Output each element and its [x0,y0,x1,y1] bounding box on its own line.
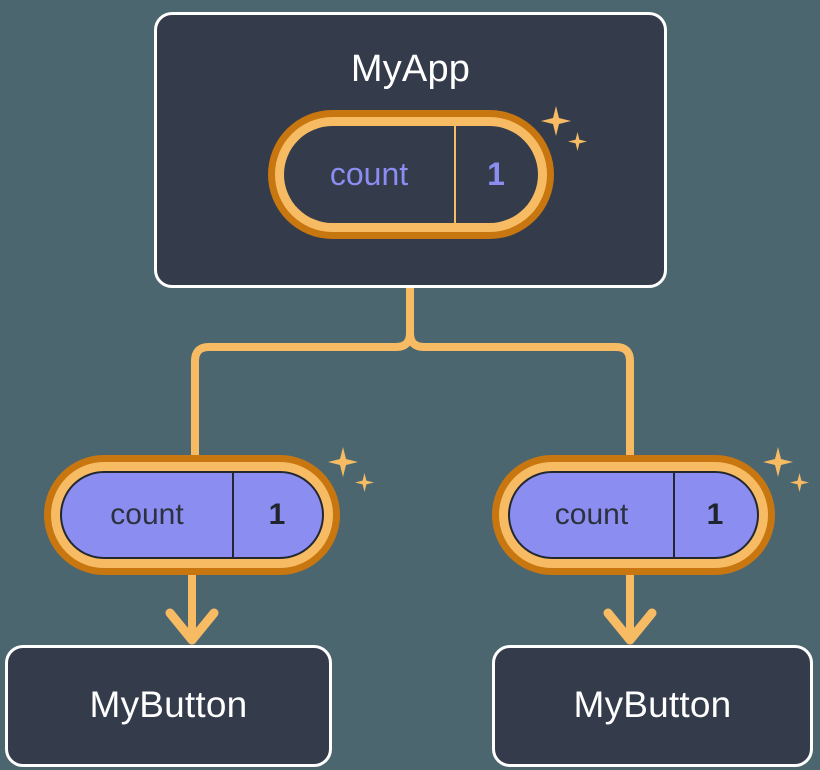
state-pill-body: count 1 [284,126,538,223]
state-pill-ring: count 1 [51,462,333,568]
state-pill-child-right[interactable]: count 1 [492,455,775,575]
state-key-label: count [329,156,409,192]
state-pill-divider [673,473,675,557]
state-pill-body: count 1 [60,471,324,559]
state-value-label: 1 [487,156,505,192]
state-value-label: 1 [706,498,724,531]
arrow-down-icon-left [165,608,219,645]
component-label: MyButton [89,684,248,725]
state-pill-divider [232,473,234,557]
state-pill-ring: count 1 [499,462,768,568]
component-label: MyButton [573,684,732,725]
state-pill-divider [454,126,456,223]
sparkle-icon [763,447,793,477]
edge-root-to-left-child [191,284,414,459]
sparkle-icon [328,447,358,477]
arrow-down-icon-right [603,608,657,645]
edge-root-to-right-child [406,284,634,459]
state-pill-body: count 1 [508,471,759,559]
state-pill-ring: count 1 [275,117,547,232]
state-pill-child-left[interactable]: count 1 [44,455,340,575]
component-card-mybutton-left[interactable]: MyButton [5,645,332,767]
state-key-label: count [554,498,629,531]
state-key-label: count [110,498,184,531]
state-pill-myapp[interactable]: count 1 [268,110,554,239]
sparkle-small-icon [355,473,374,492]
sparkle-small-icon [790,473,809,492]
page-title: MyApp [350,48,471,90]
component-card-mybutton-right[interactable]: MyButton [492,645,813,767]
state-value-label: 1 [268,498,286,531]
